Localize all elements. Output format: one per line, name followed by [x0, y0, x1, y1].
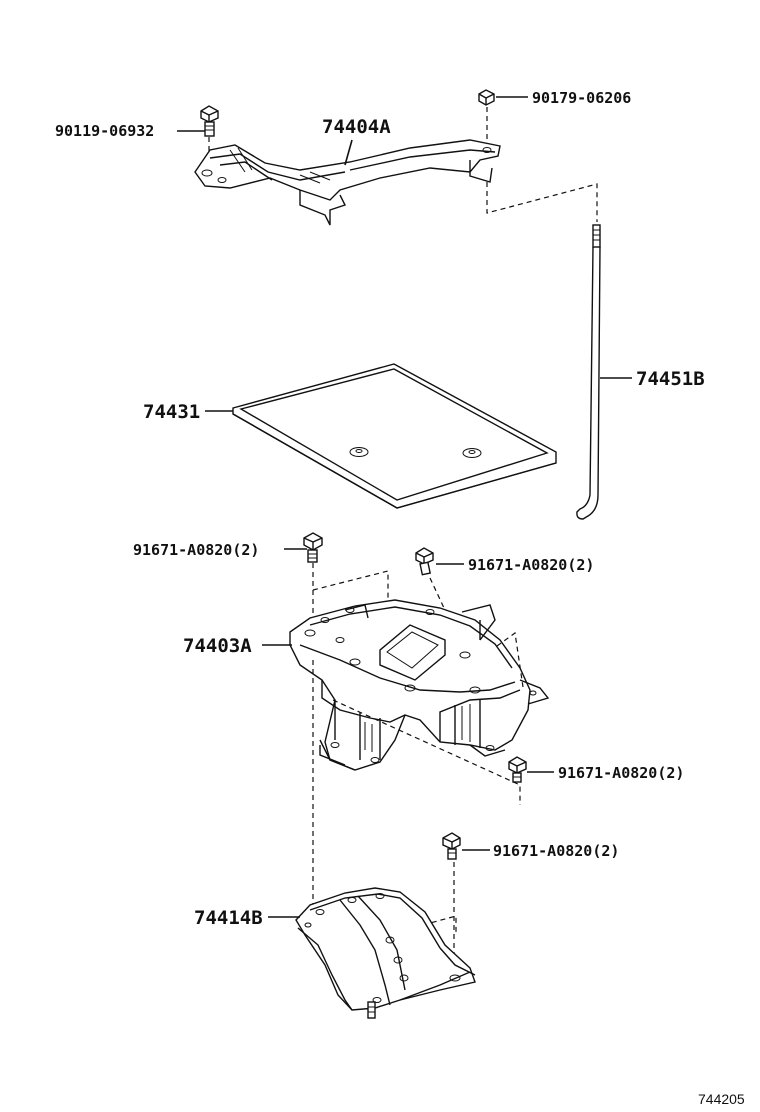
bolt-bracket[interactable]	[442, 832, 461, 978]
tray-74431[interactable]	[232, 363, 557, 509]
carrier-74403A[interactable]	[289, 599, 550, 771]
nut-90179-06206[interactable]	[478, 89, 495, 140]
label-74403A: 74403A	[183, 635, 252, 657]
diagram-reference: 744205	[698, 1091, 745, 1107]
label-74404A: 74404A	[322, 116, 391, 138]
label-bolt-bracket: 91671-A0820(2)	[493, 842, 619, 860]
bracket-74414B[interactable]	[295, 887, 476, 1019]
bolt-carrier-left[interactable]	[303, 532, 323, 660]
label-90119-06932: 90119-06932	[55, 122, 154, 140]
label-74414B: 74414B	[194, 907, 263, 929]
label-bolt-carrier-bottom: 91671-A0820(2)	[558, 764, 684, 782]
bolt-carrier-bottom[interactable]	[508, 756, 527, 783]
rod-74451B[interactable]	[576, 224, 601, 520]
label-bolt-carrier-left: 91671-A0820(2)	[133, 541, 259, 559]
clamp-74404A[interactable]	[194, 139, 501, 226]
label-74431: 74431	[143, 401, 200, 423]
label-90179-06206: 90179-06206	[532, 89, 631, 107]
label-bolt-carrier-right: 91671-A0820(2)	[468, 556, 594, 574]
label-74451B: 74451B	[636, 368, 705, 390]
